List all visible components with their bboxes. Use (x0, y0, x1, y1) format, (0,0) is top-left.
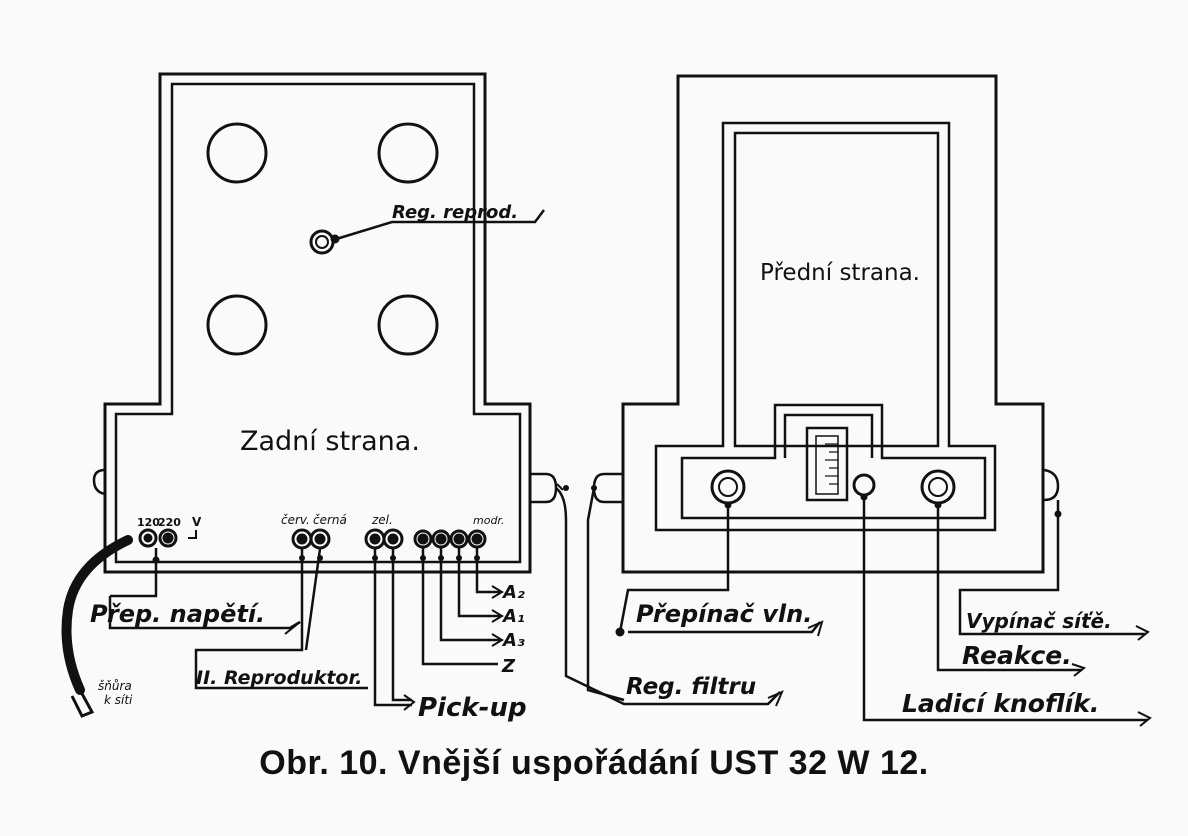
speaker-regulator-label: Reg. reprod. (392, 202, 518, 223)
antenna-label-a1: A₁ (501, 606, 525, 627)
green-label: zel. (371, 513, 393, 527)
pickup-label: Pick-up (418, 693, 527, 723)
second-speaker-label: II. Reproduktor. (196, 667, 362, 689)
speaker-jack-black-label: černá (313, 513, 347, 527)
antenna-jack-a2[interactable] (467, 529, 487, 549)
wave-switch-knob[interactable] (710, 469, 746, 505)
tuning-knob-label: Ladicí knoflík. (902, 689, 1099, 718)
pickup-jack-2[interactable] (382, 528, 404, 550)
antenna-label-a2: A₂ (501, 582, 525, 603)
reaction-label: Reakce. (962, 641, 1072, 670)
filter-regulator-label: Reg. filtru (626, 674, 756, 700)
speaker-jack-red-label: červ. (281, 513, 310, 527)
tube-hole-4 (377, 294, 439, 356)
tube-hole-1 (206, 122, 268, 184)
front-cabinet-outline (621, 74, 1045, 574)
reaction-knob[interactable] (920, 469, 956, 505)
voltage-label-220: 220 (158, 516, 181, 529)
antenna-label-a3: A₃ (501, 630, 525, 651)
voltage-selector-label: Přep. napětí. (90, 600, 265, 628)
mains-cord (61, 535, 133, 695)
antenna-label-z: Z (501, 656, 516, 677)
blue-label: modr. (473, 514, 504, 527)
tube-hole-3 (206, 294, 268, 356)
mains-cord-label-1: šňůra (98, 679, 132, 693)
voltage-socket-120[interactable] (138, 528, 158, 548)
rear-cabinet-outline (103, 72, 532, 574)
tube-hole-2 (377, 122, 439, 184)
antenna-jack-a3[interactable] (431, 529, 451, 549)
rear-title: Zadní strana. (240, 426, 420, 457)
speaker-jack-black[interactable] (309, 528, 331, 550)
antenna-jack-z[interactable] (413, 529, 433, 549)
front-left-side-knob (592, 472, 622, 504)
mains-cord-label-2: k síti (104, 693, 133, 707)
antenna-jack-a1[interactable] (449, 529, 469, 549)
tuning-knob[interactable] (852, 473, 876, 497)
front-control-panel (680, 403, 987, 520)
rear-cabinet-inner (114, 82, 522, 564)
voltage-label-120: 120 (137, 516, 160, 529)
figure-caption: Obr. 10. Vnější uspořádání UST 32 W 12. (259, 744, 929, 782)
power-switch-label: Vypínač síťě. (966, 609, 1112, 633)
front-cabinet-inner (654, 121, 997, 532)
rear-left-side-knob (92, 468, 106, 496)
wave-switch-label: Přepínač vln. (636, 600, 812, 628)
voltage-socket-220[interactable] (158, 528, 178, 548)
speaker-regulator-knob[interactable] (309, 229, 335, 255)
tuning-scale (805, 426, 849, 502)
front-right-side-knob (1043, 468, 1060, 502)
front-title: Přední strana. (760, 260, 920, 286)
front-panel-window (733, 131, 940, 448)
rear-right-side-knob (531, 472, 558, 504)
voltage-symbol: V (192, 515, 202, 529)
